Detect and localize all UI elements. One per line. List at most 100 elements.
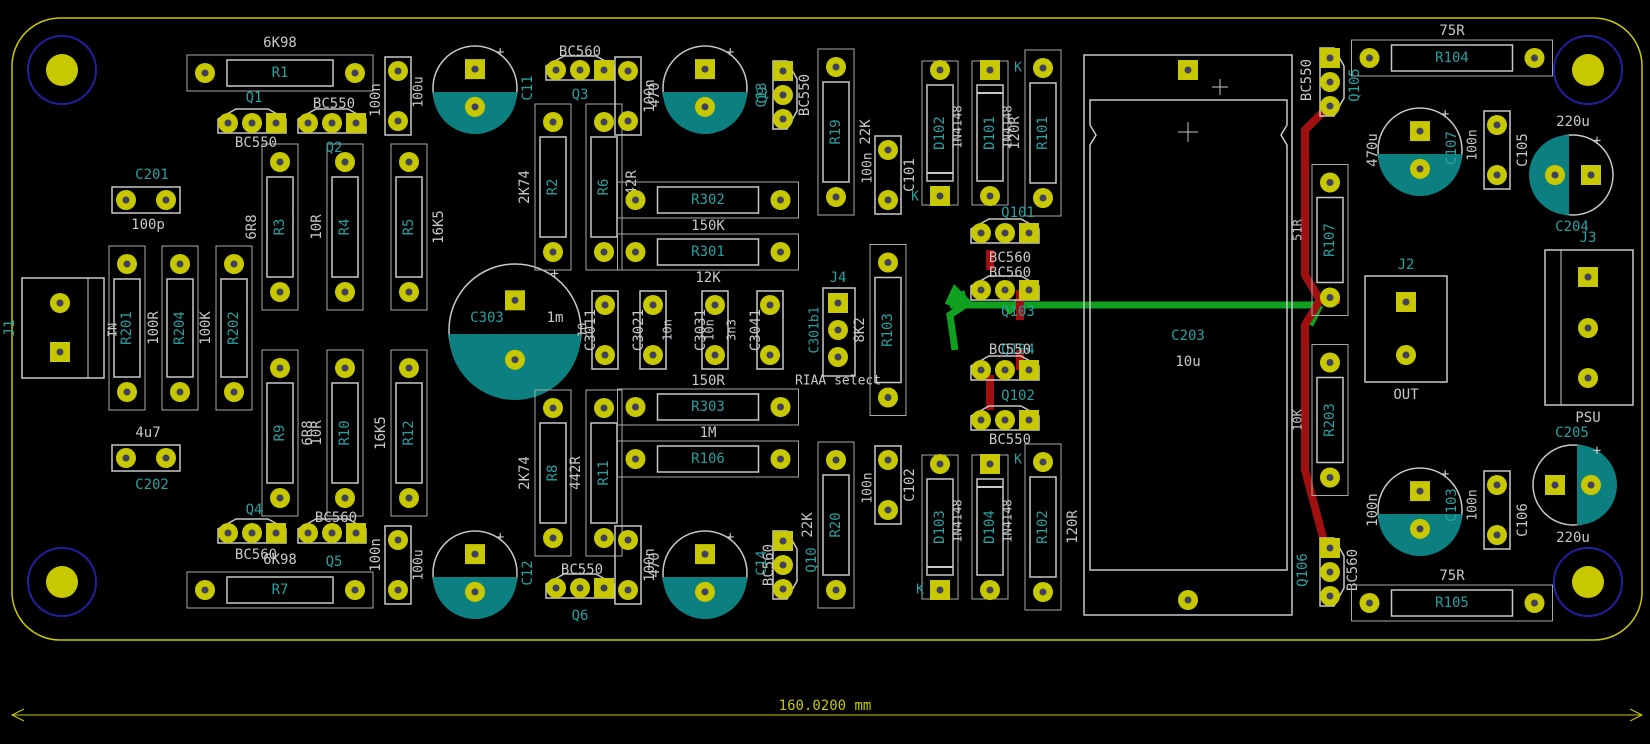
pad-hole bbox=[1416, 487, 1424, 495]
capacitor-ref: C107 bbox=[1444, 131, 1460, 165]
capacitor-label: 100n bbox=[1466, 489, 1481, 520]
mounting-hole-ring bbox=[27, 547, 97, 617]
film-capacitor: C106 bbox=[1483, 470, 1531, 550]
polarity-mark: + bbox=[1593, 133, 1601, 149]
transistor-ref: Q1 bbox=[246, 90, 263, 106]
transistor-ref: Q103 bbox=[1001, 304, 1035, 320]
resistor-body bbox=[1029, 82, 1057, 184]
resistor-ref: R11 bbox=[596, 460, 612, 485]
pad-hole bbox=[123, 260, 131, 268]
pad-hole bbox=[936, 192, 944, 200]
transistor-value: BC550 bbox=[561, 562, 603, 578]
pad-hole bbox=[884, 456, 892, 464]
pad-hole bbox=[884, 506, 892, 514]
connector-edge bbox=[1544, 249, 1562, 406]
connector-ref: J2 bbox=[1398, 257, 1415, 273]
resistor-value: 1M bbox=[700, 425, 717, 441]
resistor-courtyard bbox=[534, 389, 572, 557]
capacitor-label: 100u bbox=[412, 549, 427, 580]
pad-hole bbox=[1039, 194, 1047, 202]
capacitor-label: 100n bbox=[642, 548, 658, 582]
polarity-mark: + bbox=[496, 44, 504, 60]
transistor-value: BC560 bbox=[315, 510, 357, 526]
pad-hole bbox=[1326, 102, 1334, 110]
resistor-courtyard bbox=[1311, 164, 1349, 316]
resistor-courtyard bbox=[1311, 344, 1349, 496]
capacitor-body bbox=[1483, 110, 1511, 190]
resistor-body bbox=[266, 176, 294, 278]
resistor-ref: R10 bbox=[337, 420, 353, 445]
resistor-courtyard bbox=[869, 244, 907, 416]
header-body bbox=[822, 287, 856, 377]
resistor-body bbox=[331, 382, 359, 484]
transistor-ref: Q102 bbox=[1001, 388, 1035, 404]
pad-hole bbox=[977, 416, 985, 424]
diode-value: 1N4148 bbox=[1001, 105, 1015, 148]
film-capacitor: C3011 bbox=[583, 290, 619, 370]
capacitor-body bbox=[111, 186, 181, 214]
pad-hole bbox=[176, 260, 184, 268]
electrolytic-c11: +C11 bbox=[432, 44, 536, 134]
capacitor-value: 470 bbox=[647, 552, 663, 577]
pad-hole bbox=[711, 301, 719, 309]
resistor-courtyard bbox=[161, 245, 199, 411]
pad-hole bbox=[711, 351, 719, 359]
resistor-ref: R3 bbox=[272, 219, 288, 236]
pad-hole bbox=[1584, 374, 1592, 382]
pad-hole bbox=[936, 460, 944, 468]
polarity-mark: + bbox=[1593, 443, 1601, 459]
resistor-value: 22K bbox=[858, 119, 874, 145]
resistor-value: 2K74 bbox=[517, 170, 533, 204]
capacitor-body bbox=[384, 525, 412, 605]
pad-hole bbox=[884, 146, 892, 154]
capacitor-body bbox=[874, 135, 902, 215]
pad-hole bbox=[552, 66, 560, 74]
resistor-ref: R107 bbox=[1322, 223, 1338, 257]
diode-body bbox=[976, 84, 1004, 182]
resistor-body bbox=[656, 393, 760, 421]
resistor-ref: R7 bbox=[272, 582, 289, 598]
track-green bbox=[946, 302, 967, 351]
resistor-body bbox=[1029, 476, 1057, 578]
capacitor-ref: C203 bbox=[1171, 328, 1205, 344]
pad-hole bbox=[834, 326, 842, 334]
pad-hole bbox=[1416, 525, 1424, 533]
resistor-ref: R203 bbox=[1322, 403, 1338, 437]
pad-hole bbox=[276, 288, 284, 296]
capacitor-label: 100n bbox=[642, 79, 658, 113]
pad-hole bbox=[884, 259, 892, 266]
resistor-courtyard bbox=[617, 181, 799, 219]
diode-ref: D101 bbox=[982, 116, 998, 150]
resistor-value: 100K bbox=[198, 311, 214, 345]
resistor-ref: R5 bbox=[401, 219, 417, 236]
pad-hole bbox=[405, 158, 413, 166]
resistor-courtyard bbox=[817, 441, 855, 609]
pad-hole bbox=[1416, 165, 1424, 173]
pad-hole bbox=[1493, 481, 1501, 489]
transistor-value: BC550 bbox=[797, 74, 813, 116]
connector-body bbox=[21, 277, 105, 379]
pad-hole bbox=[766, 351, 774, 359]
film-capacitor: C3021 bbox=[631, 290, 667, 370]
capacitor-body bbox=[701, 290, 729, 370]
resistor-body bbox=[656, 186, 760, 214]
resistor-courtyard bbox=[215, 245, 253, 411]
pad-hole bbox=[549, 404, 557, 412]
film-capacitor: 100p bbox=[111, 186, 181, 233]
resistor-courtyard bbox=[261, 143, 299, 311]
capacitor-ref: C201 bbox=[135, 167, 169, 183]
capacitor-label: 10n bbox=[661, 319, 675, 341]
transistor-value: BC550 bbox=[989, 432, 1031, 448]
